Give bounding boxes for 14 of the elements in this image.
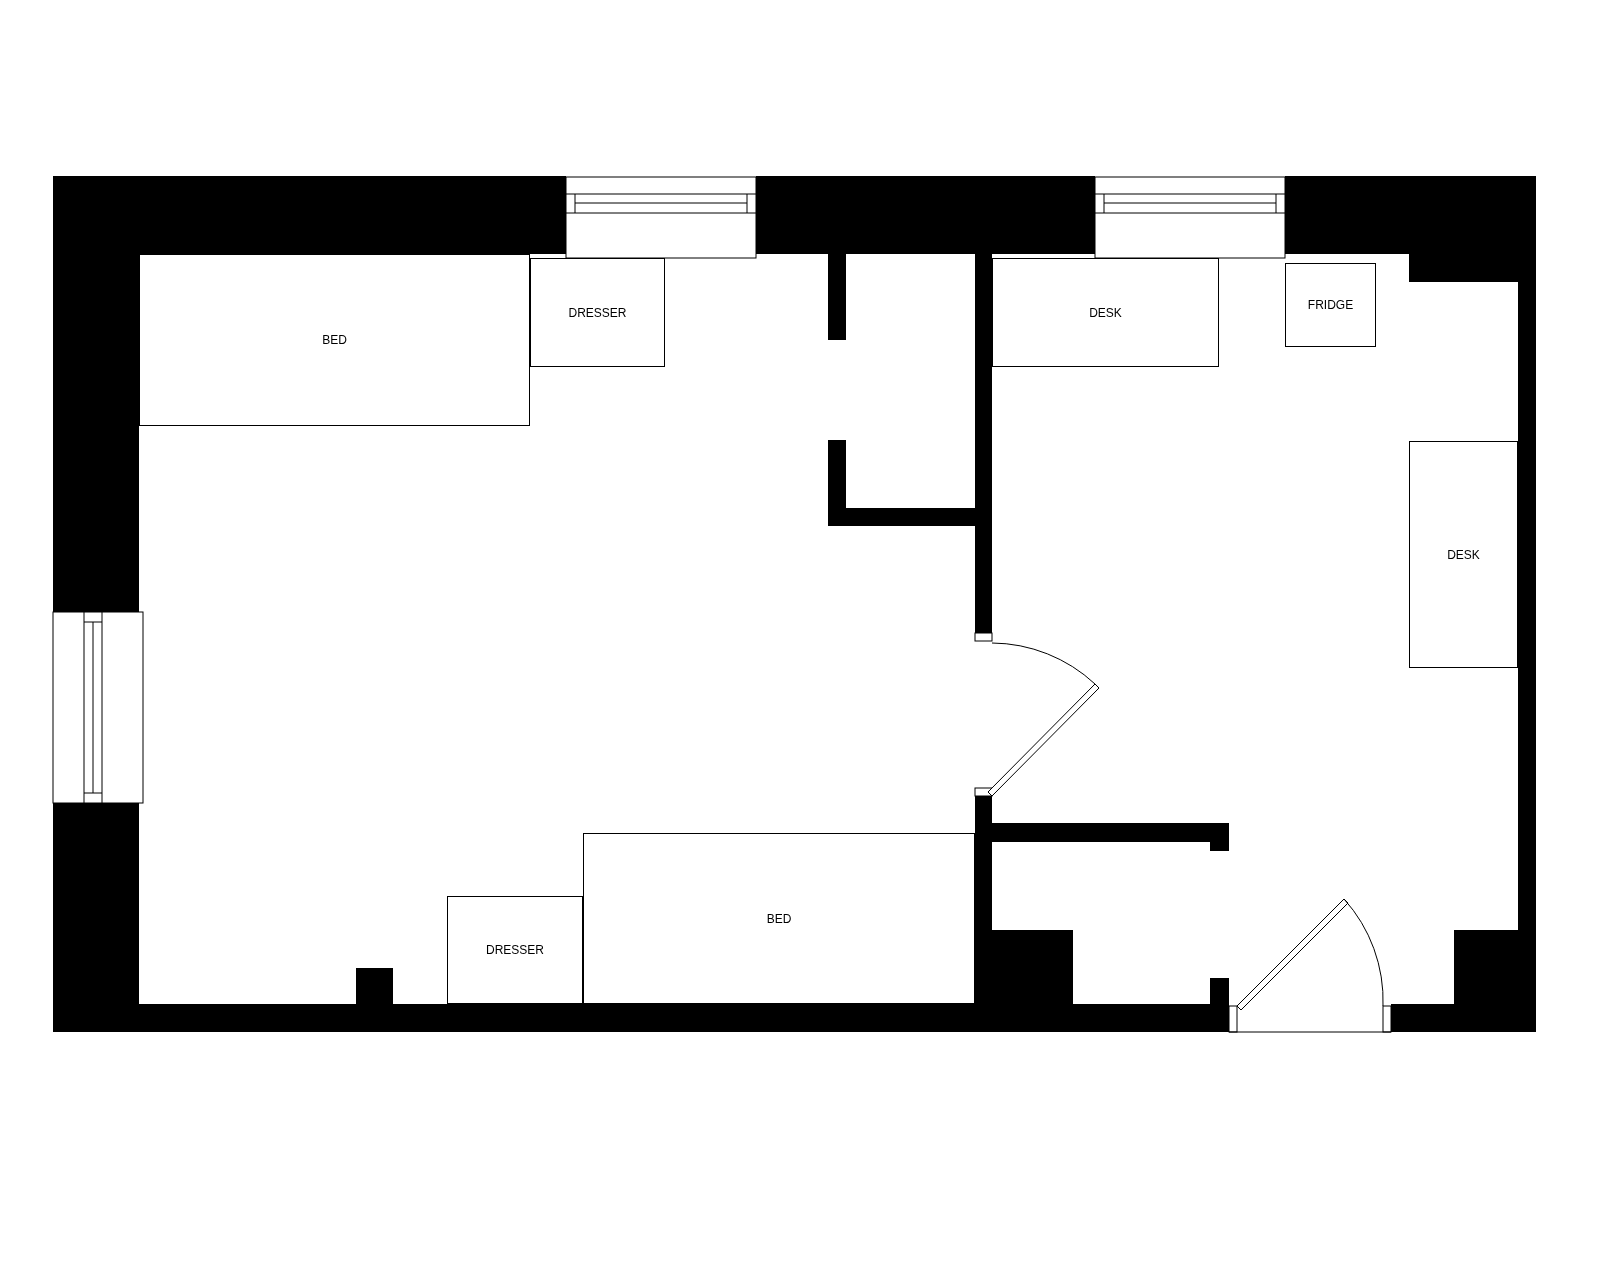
furniture-label: BED xyxy=(322,333,347,347)
bed-outline xyxy=(139,254,530,426)
fridge-outline xyxy=(1285,263,1376,347)
dresser-outline xyxy=(530,258,665,367)
desk-outline xyxy=(992,258,1219,367)
furniture-label: DESK xyxy=(1447,547,1480,562)
desk-outline xyxy=(1409,441,1518,668)
dresser-outline xyxy=(447,896,583,1004)
furniture-label: FRIDGE xyxy=(1307,298,1354,312)
furniture-label: DESK xyxy=(1089,305,1122,320)
bed-outline xyxy=(583,833,975,1004)
furniture-label: DRESSER xyxy=(486,943,544,957)
furniture-label: DRESSER xyxy=(568,305,627,320)
furniture-label: BED xyxy=(766,911,792,926)
